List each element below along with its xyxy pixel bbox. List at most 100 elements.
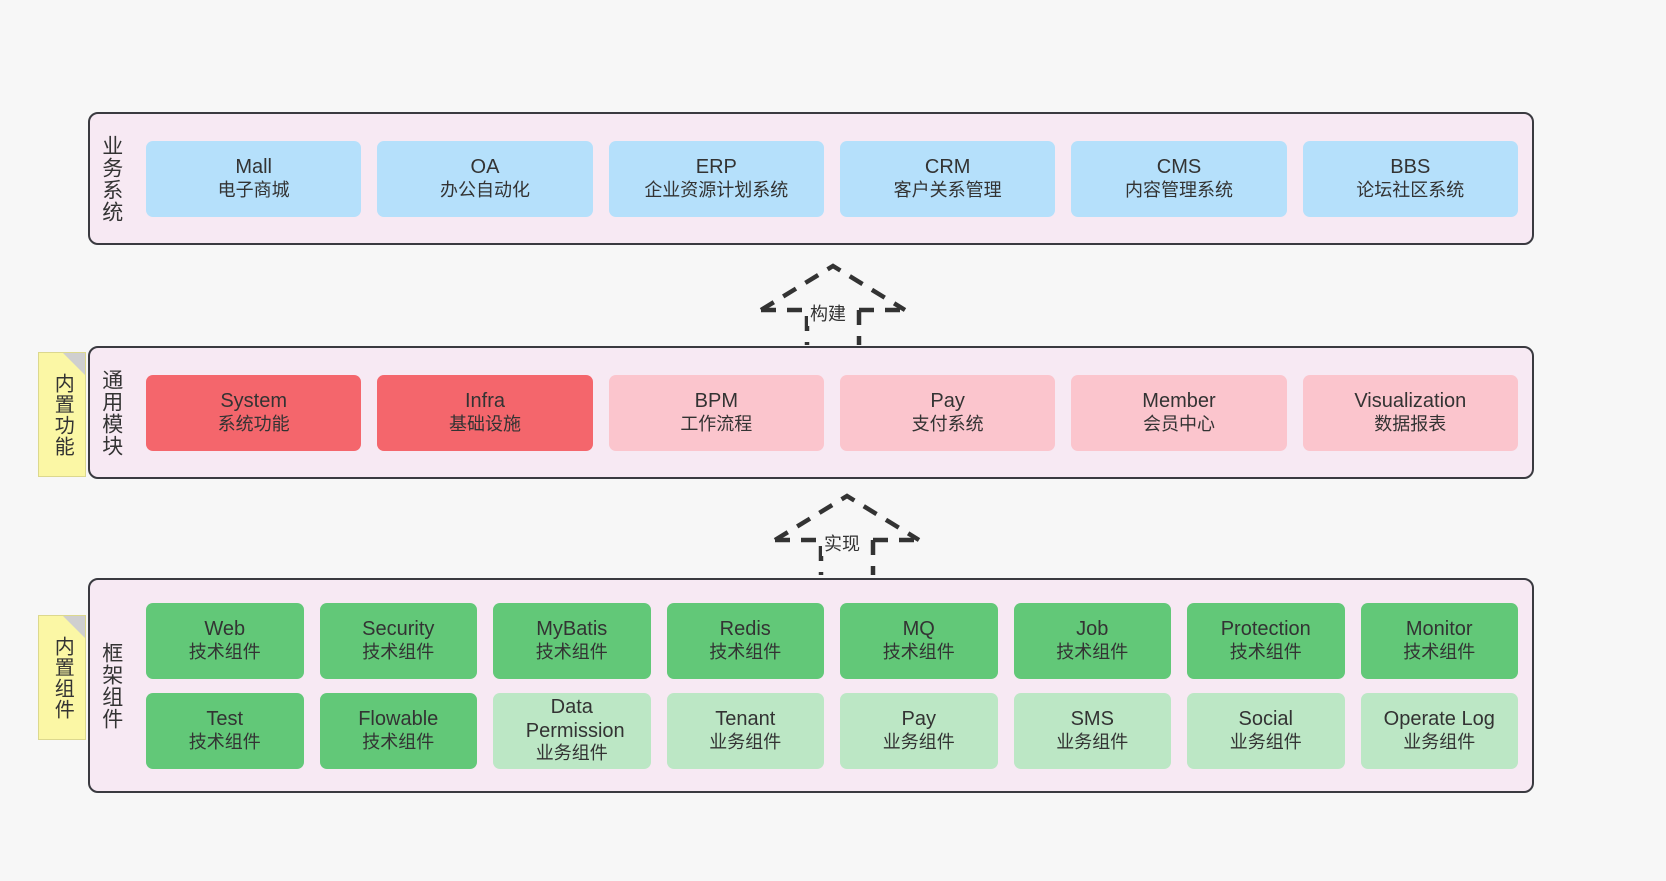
layer-business-system-body: Mall 电子商城 OA 办公自动化 ERP 企业资源计划系统 CRM 客户关系… xyxy=(132,114,1532,243)
card-erp-subtitle: 企业资源计划系统 xyxy=(644,179,789,200)
layer-common-module-row: System 系统功能 Infra 基础设施 BPM 工作流程 Pay 支付系统… xyxy=(146,374,1518,451)
card-tenant-title: Tenant xyxy=(715,708,776,731)
card-erp[interactable]: ERP 企业资源计划系统 xyxy=(608,140,824,217)
card-mq[interactable]: MQ 技术组件 xyxy=(840,602,998,679)
card-cms-title: CMS xyxy=(1156,156,1202,179)
card-protection-subtitle: 技术组件 xyxy=(1229,641,1302,662)
card-security-subtitle: 技术组件 xyxy=(362,641,435,662)
card-member-title: Member xyxy=(1142,390,1216,413)
card-mq-title: MQ xyxy=(902,618,935,641)
card-job-subtitle: 技术组件 xyxy=(1056,641,1129,662)
card-operate-log-subtitle: 业务组件 xyxy=(1403,731,1476,752)
note-builtin-function: 内置功能 xyxy=(38,352,86,477)
card-bbs-subtitle: 论坛社区系统 xyxy=(1356,179,1465,200)
connector-implement-shape xyxy=(773,493,921,575)
card-web-title: Web xyxy=(204,618,246,641)
note-fold-corner-icon xyxy=(63,616,85,638)
card-crm[interactable]: CRM 客户关系管理 xyxy=(839,140,1056,217)
card-pay-module[interactable]: Pay 支付系统 xyxy=(839,374,1056,451)
note-builtin-function-label: 内置功能 xyxy=(51,372,74,457)
card-crm-subtitle: 客户关系管理 xyxy=(893,179,1002,200)
card-visualization[interactable]: Visualization 数据报表 xyxy=(1302,374,1518,451)
layer-business-system-label: 业务系统 xyxy=(99,134,123,223)
card-mq-subtitle: 技术组件 xyxy=(882,641,955,662)
card-redis[interactable]: Redis 技术组件 xyxy=(666,602,824,679)
layer-business-system: 业务系统 Mall 电子商城 OA 办公自动化 ERP 企业资源计划系统 CRM… xyxy=(88,112,1534,245)
card-tenant[interactable]: Tenant 业务组件 xyxy=(666,692,824,769)
card-security[interactable]: Security 技术组件 xyxy=(319,602,477,679)
connector-implement-label: 实现 xyxy=(822,530,862,556)
card-member-subtitle: 会员中心 xyxy=(1142,413,1215,434)
card-web-subtitle: 技术组件 xyxy=(188,641,261,662)
layer-framework-component-label: 框架组件 xyxy=(99,641,123,730)
card-infra-subtitle: 基础设施 xyxy=(448,413,521,434)
card-oa[interactable]: OA 办公自动化 xyxy=(377,140,593,217)
card-test[interactable]: Test 技术组件 xyxy=(146,692,304,769)
card-visualization-title: Visualization xyxy=(1354,390,1467,413)
card-infra[interactable]: Infra 基础设施 xyxy=(377,374,593,451)
card-sms[interactable]: SMS 业务组件 xyxy=(1013,692,1171,769)
card-mall-title: Mall xyxy=(235,156,272,179)
layer-common-module-label: 通用模块 xyxy=(99,368,123,457)
card-mybatis[interactable]: MyBatis 技术组件 xyxy=(493,602,651,679)
card-bpm-subtitle: 工作流程 xyxy=(680,413,753,434)
layer-business-system-row: Mall 电子商城 OA 办公自动化 ERP 企业资源计划系统 CRM 客户关系… xyxy=(146,140,1518,217)
card-flowable-subtitle: 技术组件 xyxy=(362,731,435,752)
card-job[interactable]: Job 技术组件 xyxy=(1013,602,1171,679)
card-pay-module-title: Pay xyxy=(930,390,965,413)
card-social-subtitle: 业务组件 xyxy=(1229,731,1302,752)
connector-build-shape xyxy=(759,263,907,345)
card-system[interactable]: System 系统功能 xyxy=(146,374,362,451)
card-test-subtitle: 技术组件 xyxy=(188,731,261,752)
card-bpm[interactable]: BPM 工作流程 xyxy=(608,374,824,451)
card-data-permission-title: Data Permission xyxy=(525,696,625,742)
card-crm-title: CRM xyxy=(924,156,971,179)
card-sms-subtitle: 业务组件 xyxy=(1056,731,1129,752)
card-operate-log-title: Operate Log xyxy=(1383,708,1495,731)
layer-common-module: 通用模块 System 系统功能 Infra 基础设施 BPM 工作流程 Pay… xyxy=(88,346,1534,479)
card-visualization-subtitle: 数据报表 xyxy=(1374,413,1447,434)
card-system-subtitle: 系统功能 xyxy=(217,413,290,434)
card-operate-log[interactable]: Operate Log 业务组件 xyxy=(1360,692,1518,769)
layer-framework-component: 框架组件 Web 技术组件 Security 技术组件 MyBatis 技术组件… xyxy=(88,578,1534,793)
card-bpm-title: BPM xyxy=(694,390,738,413)
card-oa-subtitle: 办公自动化 xyxy=(439,179,530,200)
card-infra-title: Infra xyxy=(464,390,505,413)
layer-framework-component-body: Web 技术组件 Security 技术组件 MyBatis 技术组件 Redi… xyxy=(132,580,1532,791)
card-pay-component-subtitle: 业务组件 xyxy=(882,731,955,752)
card-bbs[interactable]: BBS 论坛社区系统 xyxy=(1302,140,1518,217)
card-monitor[interactable]: Monitor 技术组件 xyxy=(1360,602,1518,679)
card-security-title: Security xyxy=(362,618,435,641)
card-cms[interactable]: CMS 内容管理系统 xyxy=(1071,140,1287,217)
card-mybatis-subtitle: 技术组件 xyxy=(535,641,608,662)
card-redis-subtitle: 技术组件 xyxy=(709,641,782,662)
card-redis-title: Redis xyxy=(719,618,771,641)
card-tenant-subtitle: 业务组件 xyxy=(709,731,782,752)
card-sms-title: SMS xyxy=(1070,708,1114,731)
card-oa-title: OA xyxy=(470,156,500,179)
card-protection[interactable]: Protection 技术组件 xyxy=(1187,602,1345,679)
card-system-title: System xyxy=(220,390,287,413)
card-data-permission-subtitle: 业务组件 xyxy=(535,743,608,764)
note-builtin-component: 内置组件 xyxy=(38,615,86,740)
card-mall-subtitle: 电子商城 xyxy=(217,179,290,200)
card-protection-title: Protection xyxy=(1220,618,1311,641)
card-data-permission[interactable]: Data Permission 业务组件 xyxy=(493,692,651,769)
card-web[interactable]: Web 技术组件 xyxy=(146,602,304,679)
layer-common-module-body: System 系统功能 Infra 基础设施 BPM 工作流程 Pay 支付系统… xyxy=(132,348,1532,477)
card-test-title: Test xyxy=(206,708,244,731)
card-job-title: Job xyxy=(1076,618,1109,641)
connector-build: 构建 xyxy=(758,262,908,346)
framework-row-technical: Web 技术组件 Security 技术组件 MyBatis 技术组件 Redi… xyxy=(146,602,1518,679)
card-mybatis-title: MyBatis xyxy=(536,618,608,641)
card-flowable[interactable]: Flowable 技术组件 xyxy=(319,692,477,769)
card-pay-component[interactable]: Pay 业务组件 xyxy=(840,692,998,769)
card-erp-title: ERP xyxy=(695,156,737,179)
note-fold-corner-icon xyxy=(63,353,85,375)
card-social[interactable]: Social 业务组件 xyxy=(1187,692,1345,769)
card-pay-component-title: Pay xyxy=(901,708,936,731)
card-member[interactable]: Member 会员中心 xyxy=(1071,374,1287,451)
card-mall[interactable]: Mall 电子商城 xyxy=(146,140,362,217)
connector-build-label: 构建 xyxy=(808,300,848,326)
